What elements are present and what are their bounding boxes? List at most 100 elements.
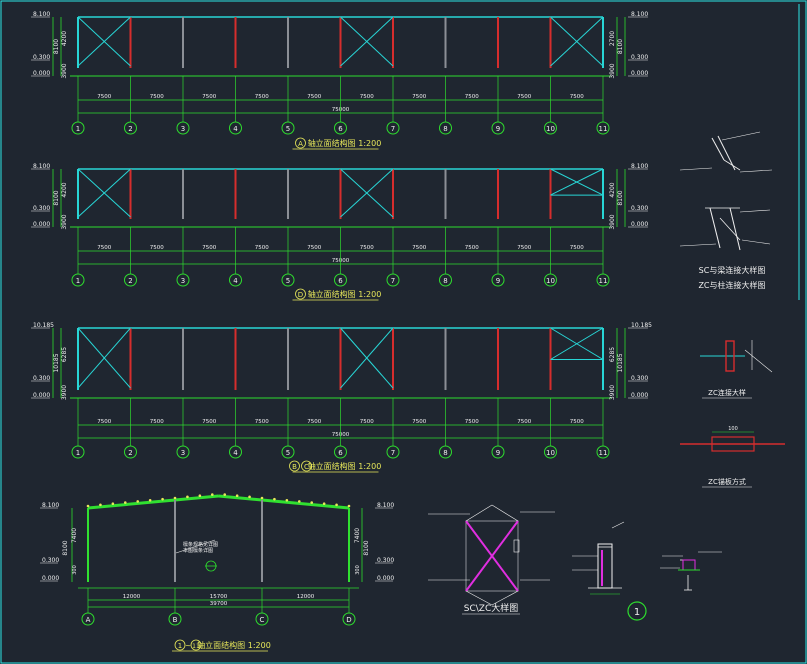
section-dim-left-lower: 300	[72, 565, 78, 575]
axis-8-label: 8	[443, 277, 447, 285]
bay-dim-3: 7500	[202, 94, 216, 100]
section-axis-A-label: A	[86, 616, 91, 624]
purlin	[210, 493, 214, 496]
section-level-right: 0.000	[377, 575, 394, 582]
base-column	[597, 543, 613, 589]
axis-5-label: 5	[286, 449, 290, 457]
section-axis-D-label: D	[346, 616, 351, 624]
purlin	[248, 495, 251, 499]
dim-left-lower: 3900	[61, 385, 68, 400]
total-span-dim: 39700	[210, 601, 228, 607]
brace-diagonal	[550, 16, 604, 67]
dim-left-upper: 4200	[61, 182, 68, 197]
axis-11-circle	[596, 445, 610, 459]
section-note-2: 本图檩条详图	[183, 547, 213, 554]
level-right: 0.300	[631, 205, 648, 212]
elevation-title: 轴立面结构图 1:200	[308, 461, 382, 471]
purlin	[310, 501, 314, 504]
level-right: 0.000	[631, 392, 648, 399]
axis-10-circle	[544, 273, 557, 287]
detail1-leader	[721, 131, 761, 141]
axis-10-label: 10	[546, 449, 555, 457]
sczc-brace	[465, 520, 519, 592]
sczc-leader	[491, 590, 519, 606]
axis-7-circle	[386, 273, 400, 287]
purlin	[136, 500, 140, 503]
detail1-plate	[723, 159, 741, 171]
base-leader	[611, 521, 625, 529]
zc-joint-leader	[744, 349, 773, 373]
dim-left-lower: 3900	[61, 63, 68, 78]
axis-9-label: 9	[496, 277, 500, 285]
sczc-leader	[491, 504, 519, 522]
purlin	[123, 501, 127, 504]
level-left: 0.000	[33, 221, 50, 228]
level-right: 0.300	[631, 54, 648, 61]
axis-9-label: 9	[496, 449, 500, 457]
axis-2-label: 2	[128, 125, 132, 133]
level-right: 8.100	[631, 163, 648, 170]
sczc-tag	[513, 539, 520, 553]
axis-2-circle	[124, 445, 137, 459]
axis-3-circle	[176, 121, 190, 135]
sczc-title: SC\ZC大样图	[464, 602, 518, 614]
axis-2-label: 2	[128, 449, 132, 457]
detail2-member	[709, 207, 721, 249]
level-left: 8.100	[33, 11, 50, 18]
detail-index-circle	[627, 601, 647, 621]
half-brace	[550, 168, 604, 196]
dim-right-lower: 3900	[609, 63, 616, 78]
detail2-brace	[719, 217, 741, 241]
axis-5-circle	[281, 445, 295, 459]
axis-3-circle	[176, 273, 190, 287]
section-title: 轴立面结构图 1:200	[197, 640, 271, 650]
level-right: 0.300	[631, 375, 648, 382]
detail-index-label: 1	[634, 607, 640, 618]
detail2-leader	[739, 209, 771, 213]
axis-4-circle	[229, 121, 242, 135]
detail2-leader	[679, 243, 717, 247]
zc-anchor-title: ZC锚板方式	[708, 477, 746, 486]
half-brace	[550, 327, 604, 360]
purlin	[186, 495, 189, 499]
brace-diagonal	[340, 168, 394, 218]
dim-right-upper: 6285	[609, 347, 616, 362]
axis-2-circle	[124, 121, 137, 135]
dim-left-total: 8100	[53, 190, 60, 205]
axis-11-label: 11	[599, 125, 608, 133]
section-dim-left-upper: 7400	[71, 528, 78, 543]
section-level-right: 0.300	[377, 557, 394, 564]
level-right: 8.100	[631, 11, 648, 18]
beam-col-title-1: SC与梁连接大样图	[699, 265, 766, 275]
detail1-leader	[739, 169, 773, 173]
axis-6-label: 6	[338, 125, 343, 133]
dim-right-upper: 4200	[609, 182, 616, 197]
section-dim-right-upper: 7400	[354, 528, 361, 543]
detail2-leader	[741, 239, 771, 245]
level-left: 10.185	[33, 322, 54, 329]
elevation-title: 轴立面结构图 1:200	[308, 289, 382, 299]
section-level-right: 8.100	[377, 502, 394, 509]
bay-dim-1: 7500	[97, 94, 111, 100]
axis-11-circle	[596, 273, 610, 287]
axis-11-label: 11	[599, 277, 608, 285]
bay-dim-4: 7500	[255, 245, 269, 251]
sczc-leader	[465, 504, 493, 522]
brace-diagonal	[77, 168, 131, 218]
axis-6-label: 6	[338, 277, 343, 285]
title-circle	[301, 460, 312, 472]
zc-anchor-dim: 100	[728, 426, 738, 432]
level-left: 0.300	[33, 54, 50, 61]
purlin	[99, 503, 102, 507]
span-dim-1: 12000	[123, 594, 141, 600]
bay-dim-7: 7500	[412, 245, 426, 251]
span-dim-2: 15700	[210, 594, 228, 600]
axis-8-circle	[439, 445, 452, 459]
bay-dim-2: 7500	[150, 94, 164, 100]
bay-dim-1: 7500	[97, 245, 111, 251]
section-dim-right-total: 8100	[363, 540, 370, 555]
level-left: 0.300	[33, 205, 50, 212]
section-dim-right-lower: 300	[355, 565, 361, 575]
axis-4-label: 4	[233, 277, 238, 285]
